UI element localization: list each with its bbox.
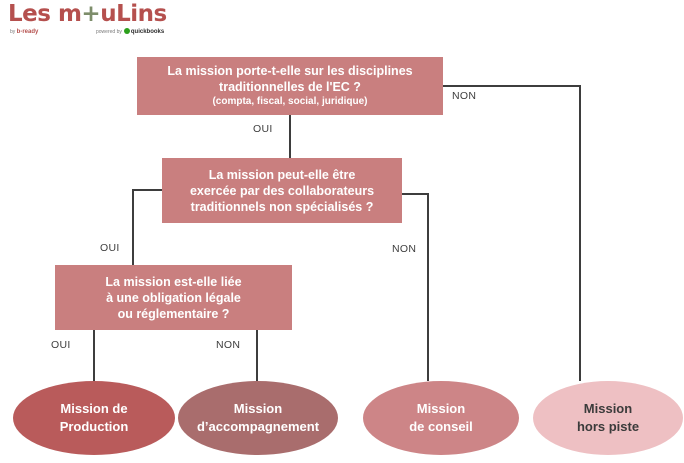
- result-2-line-2: d’accompagnement: [196, 419, 320, 434]
- edge-d2-oui: [132, 189, 162, 265]
- logo-by-bready: by b-ready: [10, 28, 38, 36]
- quickbooks-logo-icon: [123, 28, 130, 34]
- edge-label-d2-non: NON: [392, 243, 417, 255]
- decision-3-line-2: à une obligation légale: [106, 290, 241, 305]
- result-3-line-2: de conseil: [409, 419, 473, 434]
- result-1-line-1: Mission de: [60, 401, 128, 416]
- edge-label-d3-oui: OUI: [51, 339, 71, 351]
- result-mission-de-conseil[interactable]: Mission de conseil: [363, 381, 519, 455]
- result-4-line-2: hors piste: [576, 419, 640, 434]
- decision-box-collaborateurs-traditionnels[interactable]: La mission peut-elle être exercée par de…: [162, 158, 402, 223]
- decision-1-line-2: traditionnelles de l'EC ?: [219, 80, 361, 94]
- logo-by-prefix: by: [10, 29, 16, 35]
- decision-2-line-1: La mission peut-elle être: [208, 167, 356, 182]
- result-mission-accompagnement[interactable]: Mission d’accompagnement: [178, 381, 338, 455]
- logo-powered-by-quickbooks: powered by quickbooks: [96, 28, 164, 36]
- decision-2-line-2: exercée par des collaborateurs: [189, 183, 375, 198]
- logo-quickbooks-brand: quickbooks: [130, 29, 165, 35]
- result-mission-hors-piste[interactable]: Mission hors piste: [533, 381, 683, 455]
- brand-logo: Les m+uLins by b-ready powered by quickbo…: [8, 2, 188, 42]
- edge-label-d1-non: NON: [452, 90, 477, 102]
- decision-2-line-3: traditionnels non spécialisés ?: [190, 199, 374, 214]
- logo-wordmark: Les m+uLins: [8, 2, 188, 26]
- result-1-line-2: Production: [59, 419, 129, 434]
- result-4-line-1: Mission: [583, 401, 633, 416]
- decision-1-line-3: (compta, fiscal, social, juridique): [212, 96, 368, 107]
- decision-1-line-1: La mission porte-t-elle sur les discipli…: [167, 64, 413, 78]
- edge-label-d1-oui: OUI: [253, 123, 273, 135]
- logo-subline: by b-ready powered by quickbooks: [10, 28, 190, 40]
- decision-box-disciplines-ec[interactable]: La mission porte-t-elle sur les discipli…: [137, 57, 443, 115]
- edge-label-d2-oui: OUI: [100, 242, 120, 254]
- logo-wordmark-main: Les m: [8, 1, 82, 27]
- decision-box-obligation-legale[interactable]: La mission est-elle liée à une obligatio…: [55, 265, 292, 330]
- result-2-line-1: Mission: [233, 401, 283, 416]
- edge-d2-non: [402, 193, 429, 381]
- result-3-line-1: Mission: [416, 401, 466, 416]
- decision-3-line-3: ou réglementaire ?: [117, 306, 230, 321]
- result-mission-de-production[interactable]: Mission de Production: [13, 381, 175, 455]
- edge-d1-non: [443, 85, 581, 381]
- edge-label-d3-non: NON: [216, 339, 241, 351]
- logo-bready-brand: b-ready: [16, 29, 39, 35]
- logo-wordmark-tail: uLins: [100, 1, 167, 27]
- decision-3-line-1: La mission est-elle liée: [105, 274, 242, 289]
- logo-plus-glyph: +: [81, 1, 101, 27]
- logo-powered-prefix: powered by: [96, 29, 122, 35]
